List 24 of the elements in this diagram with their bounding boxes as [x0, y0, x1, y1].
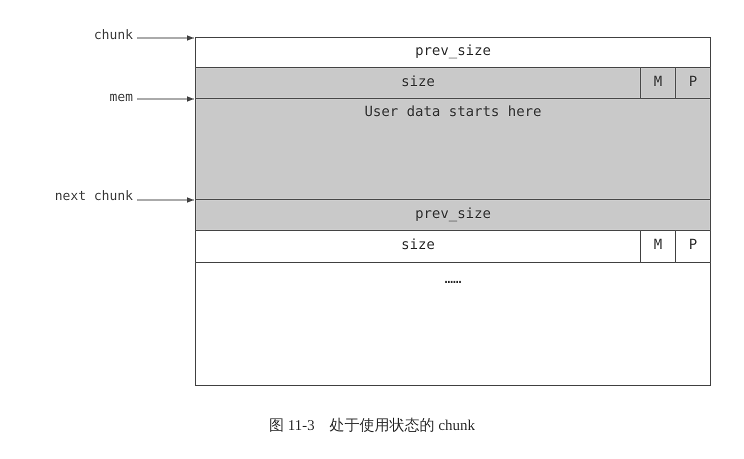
shaded-memory-field — [675, 67, 711, 99]
memory-field — [195, 262, 711, 386]
pointer-label: mem — [110, 90, 133, 105]
field-name: M — [654, 74, 662, 90]
pointer-arrow — [136, 96, 194, 102]
shaded-memory-field — [195, 98, 711, 200]
field-name: …… — [444, 271, 462, 287]
pointer-arrow — [136, 35, 194, 41]
shaded-memory-field — [195, 199, 711, 231]
pointer-label: chunk — [94, 28, 133, 43]
field-name: M — [654, 237, 662, 253]
field-name: P — [688, 237, 698, 253]
shaded-memory-field — [640, 67, 676, 99]
field-name: P — [688, 74, 698, 90]
memory-field — [195, 37, 711, 68]
field-name: size — [401, 74, 435, 90]
pointer-label: next chunk — [54, 189, 133, 204]
field-name: prev_size — [415, 206, 491, 222]
field-name: prev_size — [415, 43, 491, 59]
shaded-memory-field — [195, 67, 641, 99]
field-name: size — [401, 237, 435, 253]
figure-caption: 图 11-3 处于使用状态的 chunk — [268, 416, 476, 435]
field-name: User data starts here — [364, 104, 542, 120]
pointer-arrow — [136, 197, 194, 203]
